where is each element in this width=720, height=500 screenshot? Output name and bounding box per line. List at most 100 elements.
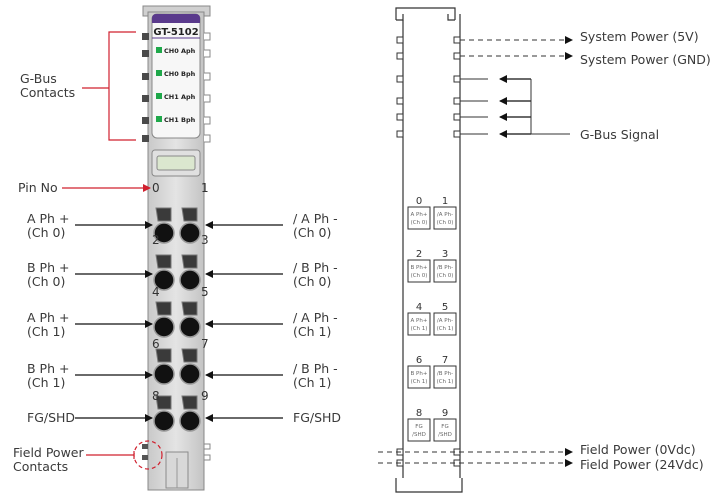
sch-left-contact	[396, 130, 404, 138]
left-pin-label: B Ph +(Ch 0)	[27, 261, 69, 289]
pin-release-slot[interactable]	[181, 301, 198, 316]
gbus-contact	[142, 95, 149, 102]
pin-release-slot[interactable]	[181, 348, 198, 363]
sch-terminal-label-1: A Ph+	[411, 318, 428, 324]
sch-terminal-box	[407, 259, 431, 283]
pin-label-line1: A Ph +	[27, 310, 70, 325]
pin-wire-hole[interactable]	[179, 410, 201, 432]
sch-terminal-label-2: (Ch 0)	[411, 220, 428, 226]
field-power-contacts-label: Field Power Contacts	[13, 446, 84, 474]
sch-left-contact	[396, 97, 404, 105]
gbus-contact	[142, 33, 149, 40]
gbus-contacts-label-line2: Contacts	[20, 85, 76, 100]
sch-terminal-label-1: B Ph+	[411, 371, 428, 377]
pin-wire-hole[interactable]	[179, 269, 201, 291]
sch-terminal-box	[433, 418, 457, 442]
gbus-contacts-label: G-Bus Contacts	[20, 72, 75, 100]
sch-terminal-label-2: /SHD	[438, 432, 452, 438]
sch-right-contact	[453, 52, 461, 60]
pin-label-line1: B Ph +	[27, 260, 70, 275]
right-pin-label: FG/SHD	[293, 411, 341, 425]
pin-release-slot[interactable]	[155, 395, 172, 410]
rail-notch	[204, 94, 211, 103]
pin-release-slot[interactable]	[155, 301, 172, 316]
sch-terminal-box	[407, 365, 431, 389]
pin-number: 2	[152, 233, 160, 247]
sch-terminal-box	[407, 206, 431, 230]
model-name: GT-5102	[153, 27, 198, 38]
sch-terminal-label-1: /B Ph-	[437, 265, 453, 271]
pin-release-slot[interactable]	[155, 254, 172, 269]
sch-terminal-number: 2	[416, 249, 422, 260]
pin-release-slot[interactable]	[181, 395, 198, 410]
sch-terminal-label-2: /SHD	[412, 432, 426, 438]
sch-terminal-label-2: (Ch 1)	[411, 326, 428, 332]
led-label: CH0 Bph	[164, 70, 196, 78]
left-pin-label: A Ph +(Ch 0)	[27, 212, 69, 240]
pin-label-line1: FG/SHD	[27, 410, 76, 425]
sch-terminal-label-1: /A Ph-	[437, 212, 453, 218]
sch-terminal-label-2: (Ch 0)	[437, 220, 454, 226]
pin-wire-hole[interactable]	[179, 363, 201, 385]
sch-terminal-box	[433, 206, 457, 230]
pin-release-slot[interactable]	[155, 207, 172, 222]
pin-wire-hole[interactable]	[179, 316, 201, 338]
sch-left-contact	[396, 75, 404, 83]
led-label: CH1 Bph	[164, 116, 196, 124]
pin-number: 3	[201, 233, 209, 247]
pin-label-line1: B Ph +	[27, 361, 70, 376]
pin-number: 5	[201, 285, 209, 299]
field-power-0v-label: Field Power (0Vdc)	[580, 442, 696, 457]
system-power-gnd-label: System Power (GND)	[580, 52, 711, 67]
pin-label-line2: (Ch 1)	[293, 375, 332, 390]
pin-release-slot[interactable]	[181, 254, 198, 269]
pin-label-line1: / A Ph -	[293, 310, 338, 325]
rail-notch	[204, 72, 211, 81]
status-led	[156, 93, 162, 99]
pin-release-slot[interactable]	[155, 348, 172, 363]
pin-wire-hole[interactable]	[153, 269, 175, 291]
pin-label-line2: (Ch 0)	[293, 274, 332, 289]
sch-terminal-number: 6	[416, 355, 422, 366]
sch-terminal-number: 5	[442, 302, 448, 313]
right-pin-label: / A Ph -(Ch 0)	[293, 212, 338, 240]
sch-terminal-label-1: FG	[441, 424, 448, 430]
field-power-contacts-line1: Field Power	[13, 445, 84, 460]
sch-terminal-number: 8	[416, 408, 422, 419]
pin-wire-hole[interactable]	[153, 363, 175, 385]
sch-terminal-box	[433, 365, 457, 389]
sch-terminal-label-2: (Ch 1)	[437, 379, 454, 385]
pin-label-line1: / B Ph -	[293, 260, 338, 275]
sch-right-contact	[453, 36, 461, 44]
pin-wire-hole[interactable]	[153, 410, 175, 432]
pin-label-line1: A Ph +	[27, 211, 70, 226]
gbus-contact	[142, 135, 149, 142]
pin-label-line2: (Ch 1)	[293, 324, 332, 339]
rail-notch	[204, 116, 211, 125]
right-pin-label: / A Ph -(Ch 1)	[293, 311, 338, 339]
pin-label-line2: (Ch 1)	[27, 375, 66, 390]
pin-label-line1: FG/SHD	[293, 410, 342, 425]
pin-wire-hole[interactable]	[153, 316, 175, 338]
sch-terminal-label-1: A Ph+	[411, 212, 428, 218]
pin-wire-hole[interactable]	[153, 222, 175, 244]
status-led	[156, 116, 162, 122]
sch-right-contact	[453, 97, 461, 105]
sch-right-contact	[453, 130, 461, 138]
left-pin-label: A Ph +(Ch 1)	[27, 311, 69, 339]
sch-terminal-number: 7	[442, 355, 448, 366]
pin-wire-hole[interactable]	[179, 222, 201, 244]
gbus-contacts-label-line1: G-Bus	[20, 71, 57, 86]
sch-terminal-box	[433, 259, 457, 283]
status-led	[156, 47, 162, 53]
schematic-outline	[395, 7, 463, 493]
pin-label-line1: / A Ph -	[293, 211, 338, 226]
sch-left-contact	[396, 36, 404, 44]
sch-right-contact	[453, 113, 461, 121]
sch-terminal-box	[407, 418, 431, 442]
pin-release-slot[interactable]	[181, 207, 198, 222]
sch-terminal-box	[433, 312, 457, 336]
sch-terminal-label-2: (Ch 0)	[437, 273, 454, 279]
sch-terminal-label-1: B Ph+	[411, 265, 428, 271]
